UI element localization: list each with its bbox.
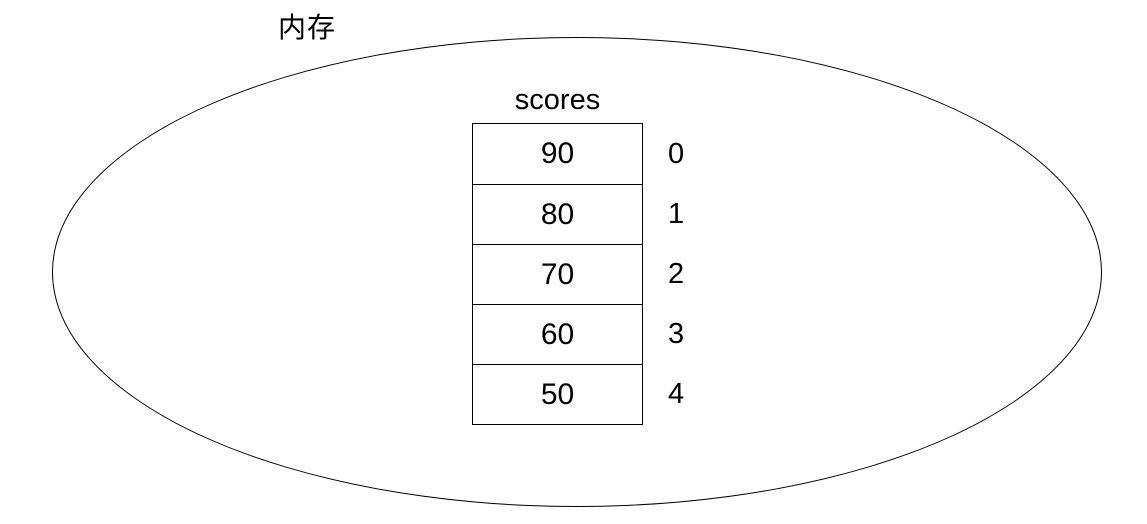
- memory-ellipse: [52, 37, 1102, 507]
- array-index-label: 1: [668, 197, 685, 230]
- array-cell: 90: [540, 137, 575, 170]
- memory-label: 内存: [278, 12, 337, 43]
- array-index-label: 0: [668, 137, 685, 170]
- array-index-label: 3: [668, 317, 685, 350]
- array-cell: 80: [473, 184, 642, 244]
- index-column: 0 1 2 3 4: [662, 124, 712, 424]
- scores-array: 90 80 70 60 50: [472, 123, 643, 425]
- array-cell: 60: [473, 304, 642, 364]
- array-cell: 70: [473, 244, 642, 304]
- array-index-label: 4: [668, 377, 685, 410]
- array-index-label: 2: [668, 257, 685, 290]
- array-cell: 50: [473, 364, 642, 424]
- array-name-label: scores: [514, 84, 601, 116]
